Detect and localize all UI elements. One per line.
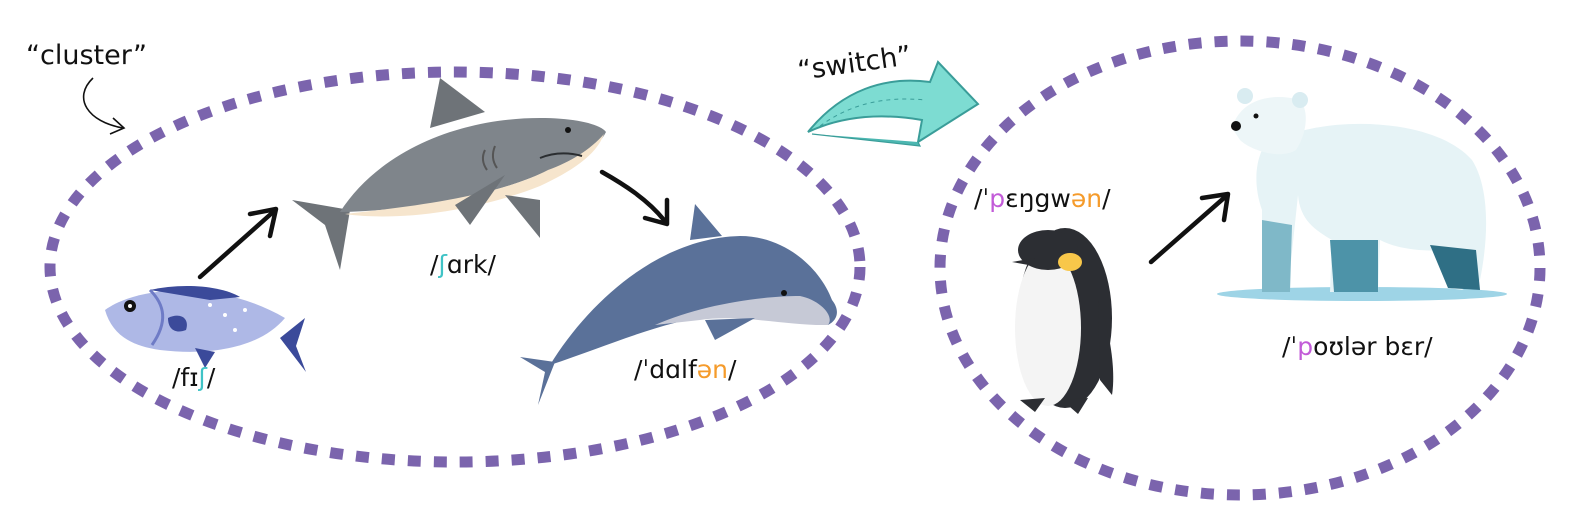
dolphin-icon bbox=[520, 204, 837, 405]
fish-icon bbox=[105, 285, 306, 372]
cluster-pointer-arrow bbox=[82, 77, 124, 129]
ipa-segment: ɛŋgw bbox=[1005, 184, 1071, 213]
ipa-segment: /ˈ bbox=[974, 184, 990, 213]
ipa-segment: /ˈdɑlf bbox=[634, 355, 697, 384]
ipa-segment: p bbox=[989, 184, 1006, 213]
ipa-segment: /fɪ bbox=[172, 363, 199, 392]
ipa-segment: / bbox=[206, 363, 216, 392]
ipa-segment: / bbox=[1102, 184, 1111, 213]
ipa-segment: oʊlər bɛr/ bbox=[1313, 332, 1433, 361]
ipa-segment: ɑrk/ bbox=[446, 250, 496, 279]
ipa-segment: ən bbox=[696, 355, 729, 384]
sequence-arrow-shark-dolphin bbox=[599, 169, 670, 227]
shark-icon bbox=[292, 78, 606, 270]
switch-target-ellipse bbox=[934, 35, 1546, 501]
switch-arrow-icon bbox=[807, 60, 980, 147]
ipa-segment: ən bbox=[1070, 184, 1103, 213]
ipa-segment: / bbox=[728, 355, 737, 384]
polar-bear-icon bbox=[1217, 88, 1507, 301]
polar-bear-ipa-label: /ˈpoʊlər bɛr/ bbox=[1282, 332, 1433, 361]
cluster-ellipse bbox=[44, 66, 866, 468]
penguin-icon bbox=[1012, 228, 1114, 414]
fish-ipa-label: /fɪʃ/ bbox=[172, 363, 215, 392]
sequence-arrow-fish-shark bbox=[197, 206, 279, 280]
ipa-segment: ʃ bbox=[438, 250, 447, 279]
cluster-pointer-arrowhead bbox=[109, 117, 126, 135]
shark-ipa-label: /ʃɑrk/ bbox=[430, 250, 496, 279]
ipa-segment: / bbox=[430, 250, 439, 279]
ipa-segment: /ˈ bbox=[1282, 332, 1298, 361]
dolphin-ipa-label: /ˈdɑlfən/ bbox=[634, 355, 736, 384]
ipa-segment: p bbox=[1297, 332, 1314, 361]
ipa-segment: ʃ bbox=[198, 363, 207, 392]
penguin-ipa-label: /ˈpɛŋgwən/ bbox=[974, 184, 1111, 213]
sequence-arrow-penguin-bear bbox=[1148, 191, 1231, 265]
cluster-annotation: “cluster” bbox=[26, 40, 147, 71]
